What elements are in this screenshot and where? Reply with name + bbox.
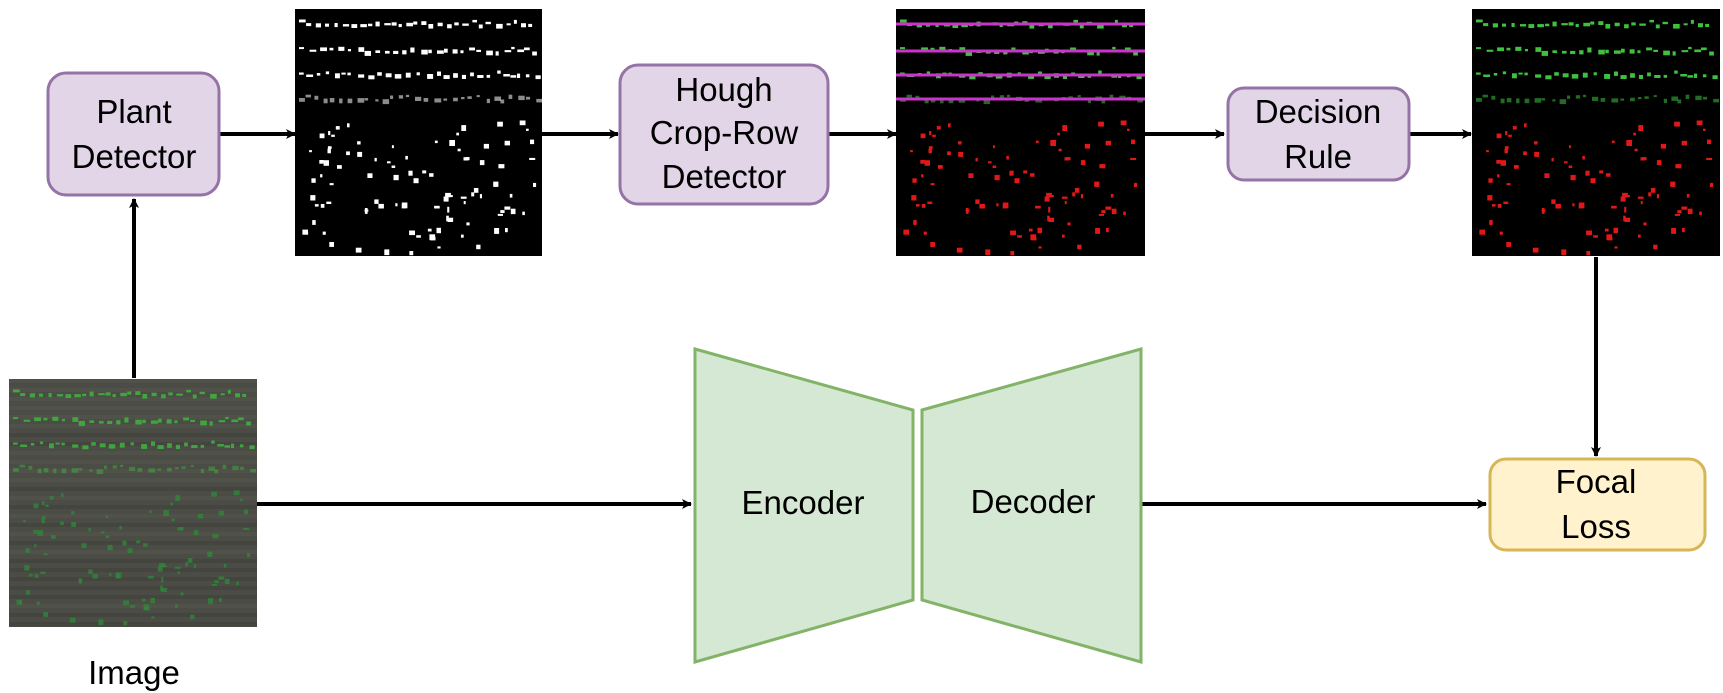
hough-label-line3: Detector <box>662 158 787 195</box>
input-field-image <box>9 379 257 627</box>
crop-row-map-pixels <box>896 19 1145 256</box>
focal-loss-label-line1: Focal <box>1556 463 1637 500</box>
decision-rule-label-line2: Rule <box>1284 138 1352 175</box>
focal-loss-label-line2: Loss <box>1561 508 1631 545</box>
decision-rule-node: Decision Rule <box>1226 86 1411 182</box>
plant-detector-label-line1: Plant <box>96 93 171 130</box>
plant-detector-node: Plant Detector <box>46 71 221 197</box>
pseudo-label-image <box>1472 9 1720 256</box>
encoder-label: Encoder <box>742 484 865 521</box>
plant-mask-image <box>295 9 542 256</box>
crop-row-map-image <box>896 9 1145 256</box>
connectors <box>129 129 1601 509</box>
plant-detector-label-line2: Detector <box>72 138 197 175</box>
decision-rule-label-line1: Decision <box>1255 93 1382 130</box>
encoder-node: Encoder <box>693 347 915 664</box>
decoder-node: Decoder <box>920 347 1143 664</box>
focal-loss-node: Focal Loss <box>1488 457 1707 552</box>
hough-label-line1: Hough <box>675 71 772 108</box>
image-caption: Image <box>88 654 180 691</box>
input-field-pixels <box>9 379 257 626</box>
decoder-label: Decoder <box>971 483 1096 520</box>
pseudo-label-pixels <box>1476 19 1719 256</box>
hough-label-line2: Crop-Row <box>650 114 799 151</box>
hough-crop-row-detector-node: Hough Crop-Row Detector <box>618 63 830 206</box>
plant-mask-pixels <box>299 19 542 256</box>
